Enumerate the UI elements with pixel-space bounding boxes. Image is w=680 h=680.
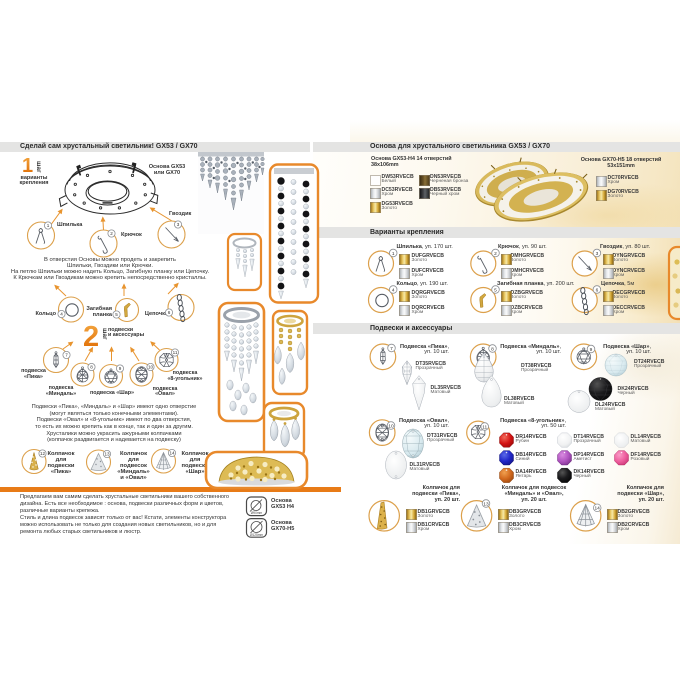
svg-text:5: 5 xyxy=(115,312,118,317)
svg-text:13: 13 xyxy=(483,501,489,507)
svg-text:Ø90mm: Ø90mm xyxy=(251,511,263,515)
svg-text:2: 2 xyxy=(110,231,113,236)
svg-text:9: 9 xyxy=(119,366,122,371)
svg-text:4: 4 xyxy=(392,287,395,293)
svg-text:13: 13 xyxy=(104,452,110,457)
svg-text:11: 11 xyxy=(482,424,487,430)
svg-text:9: 9 xyxy=(590,347,593,353)
svg-text:7: 7 xyxy=(65,353,68,358)
svg-text:8: 8 xyxy=(90,365,93,370)
svg-text:1: 1 xyxy=(392,251,395,257)
svg-text:5: 5 xyxy=(494,287,497,293)
svg-text:11: 11 xyxy=(173,350,178,355)
svg-text:8: 8 xyxy=(491,346,494,352)
svg-text:14: 14 xyxy=(169,451,175,456)
svg-text:3: 3 xyxy=(177,222,180,227)
svg-text:6: 6 xyxy=(596,287,599,293)
svg-text:10: 10 xyxy=(148,365,154,370)
svg-text:3: 3 xyxy=(596,251,599,257)
svg-text:14: 14 xyxy=(595,506,601,512)
svg-text:10: 10 xyxy=(388,423,394,429)
svg-text:2: 2 xyxy=(494,251,497,257)
svg-text:Ø125mm: Ø125mm xyxy=(250,533,263,537)
svg-text:4: 4 xyxy=(60,312,63,317)
svg-text:12: 12 xyxy=(40,451,46,456)
svg-text:7: 7 xyxy=(390,346,393,352)
svg-text:6: 6 xyxy=(168,310,171,315)
svg-text:1: 1 xyxy=(47,223,50,228)
